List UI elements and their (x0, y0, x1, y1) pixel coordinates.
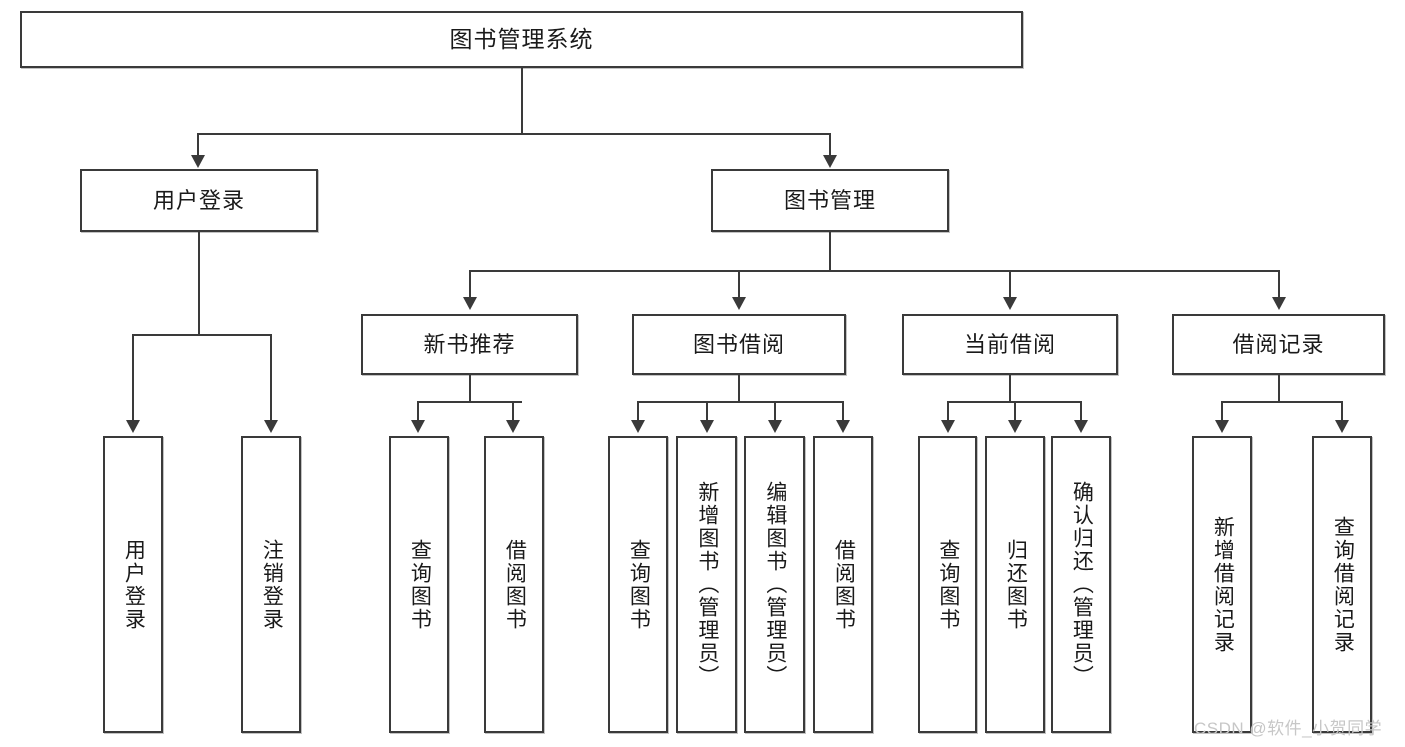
node-label: 查询图书 (936, 538, 960, 631)
connector-root-to-user-login (197, 133, 199, 157)
leaf-bb-borrow-book[interactable]: 借阅图书 (813, 436, 873, 733)
connector-cb-stem (1009, 375, 1011, 403)
node-root-book-management-system[interactable]: 图书管理系统 (20, 11, 1023, 68)
node-label: 查询图书 (408, 538, 432, 631)
node-label: 借阅记录 (1232, 331, 1325, 357)
arrow-down-icon (1272, 297, 1286, 310)
connector-bb-drop-1 (637, 401, 639, 422)
connector-bb-stem (738, 375, 740, 403)
connector-bb-drop-4 (842, 401, 844, 422)
node-current-borrow[interactable]: 当前借阅 (902, 314, 1118, 375)
connector-user-login-bus (132, 334, 271, 336)
arrow-down-icon (1074, 420, 1088, 433)
node-label: 图书借阅 (692, 331, 785, 357)
arrow-down-icon (1335, 420, 1349, 433)
connector-nbr-drop-2 (512, 401, 514, 422)
node-user-login[interactable]: 用户登录 (80, 169, 318, 232)
leaf-cb-return-book[interactable]: 归还图书 (985, 436, 1045, 733)
node-label: 编辑图书（管理员） (763, 481, 787, 688)
connector-bm-drop-2 (738, 270, 740, 299)
connector-bb-bus (637, 401, 843, 403)
arrow-down-icon (1003, 297, 1017, 310)
arrow-down-icon (1008, 420, 1022, 433)
arrow-down-icon (700, 420, 714, 433)
connector-cb-drop-2 (1014, 401, 1016, 422)
connector-bm-drop-4 (1278, 270, 1280, 299)
connector-root-bus (197, 133, 831, 135)
node-new-book-recommend[interactable]: 新书推荐 (361, 314, 578, 375)
connector-root-stem (521, 68, 523, 134)
connector-nbr-drop-1 (417, 401, 419, 422)
arrow-down-icon (732, 297, 746, 310)
connector-user-login-drop-1 (132, 334, 134, 422)
arrow-down-icon (631, 420, 645, 433)
connector-nbr-bus (417, 401, 522, 403)
connector-br-bus (1221, 401, 1342, 403)
arrow-down-icon (506, 420, 520, 433)
node-label: 当前借阅 (963, 331, 1056, 357)
node-label: 用户登录 (152, 187, 245, 213)
connector-bm-drop-3 (1009, 270, 1011, 299)
connector-br-stem (1278, 375, 1280, 403)
node-label: 查询图书 (627, 538, 651, 631)
leaf-nbr-query-book[interactable]: 查询图书 (389, 436, 449, 733)
leaf-bb-query-book[interactable]: 查询图书 (608, 436, 668, 733)
node-label: 查询借阅记录 (1331, 515, 1355, 654)
node-label: 确认归还（管理员） (1070, 481, 1094, 688)
connector-bb-drop-2 (706, 401, 708, 422)
node-label: 注销登录 (260, 538, 284, 631)
node-label: 用户登录 (122, 538, 146, 631)
connector-br-drop-2 (1341, 401, 1343, 422)
connector-br-drop-1 (1221, 401, 1223, 422)
node-label: 借阅图书 (832, 538, 856, 631)
connector-cb-drop-3 (1080, 401, 1082, 422)
node-book-management[interactable]: 图书管理 (711, 169, 949, 232)
node-label: 归还图书 (1004, 538, 1028, 631)
node-book-borrow[interactable]: 图书借阅 (632, 314, 846, 375)
arrow-down-icon (836, 420, 850, 433)
connector-user-login-stem (198, 232, 200, 336)
leaf-br-query-borrow-record[interactable]: 查询借阅记录 (1312, 436, 1372, 733)
arrow-down-icon (191, 155, 205, 168)
arrow-down-icon (823, 155, 837, 168)
connector-root-to-book-management (829, 133, 831, 157)
connector-nbr-stem (469, 375, 471, 403)
node-label: 图书管理系统 (449, 26, 594, 52)
leaf-logout-login[interactable]: 注销登录 (241, 436, 301, 733)
leaf-nbr-borrow-book[interactable]: 借阅图书 (484, 436, 544, 733)
connector-book-management-bus (469, 270, 1279, 272)
arrow-down-icon (941, 420, 955, 433)
node-label: 新增借阅记录 (1211, 515, 1235, 654)
node-label: 借阅图书 (503, 538, 527, 631)
arrow-down-icon (411, 420, 425, 433)
node-label: 新书推荐 (423, 331, 516, 357)
node-label: 图书管理 (783, 187, 876, 213)
leaf-bb-edit-book-admin[interactable]: 编辑图书（管理员） (744, 436, 805, 733)
connector-cb-drop-1 (947, 401, 949, 422)
connector-bm-drop-1 (469, 270, 471, 299)
arrow-down-icon (264, 420, 278, 433)
leaf-user-login[interactable]: 用户登录 (103, 436, 163, 733)
arrow-down-icon (463, 297, 477, 310)
node-borrow-record[interactable]: 借阅记录 (1172, 314, 1385, 375)
leaf-br-add-borrow-record[interactable]: 新增借阅记录 (1192, 436, 1252, 733)
connector-book-management-stem (829, 232, 831, 272)
leaf-bb-add-book-admin[interactable]: 新增图书（管理员） (676, 436, 737, 733)
connector-user-login-drop-2 (270, 334, 272, 422)
leaf-cb-confirm-return-admin[interactable]: 确认归还（管理员） (1051, 436, 1111, 733)
node-label: 新增图书（管理员） (695, 481, 719, 688)
arrow-down-icon (768, 420, 782, 433)
arrow-down-icon (126, 420, 140, 433)
arrow-down-icon (1215, 420, 1229, 433)
csdn-watermark: CSDN @软件_小贺同学 (1194, 719, 1383, 738)
leaf-cb-query-book[interactable]: 查询图书 (918, 436, 977, 733)
connector-bb-drop-3 (774, 401, 776, 422)
